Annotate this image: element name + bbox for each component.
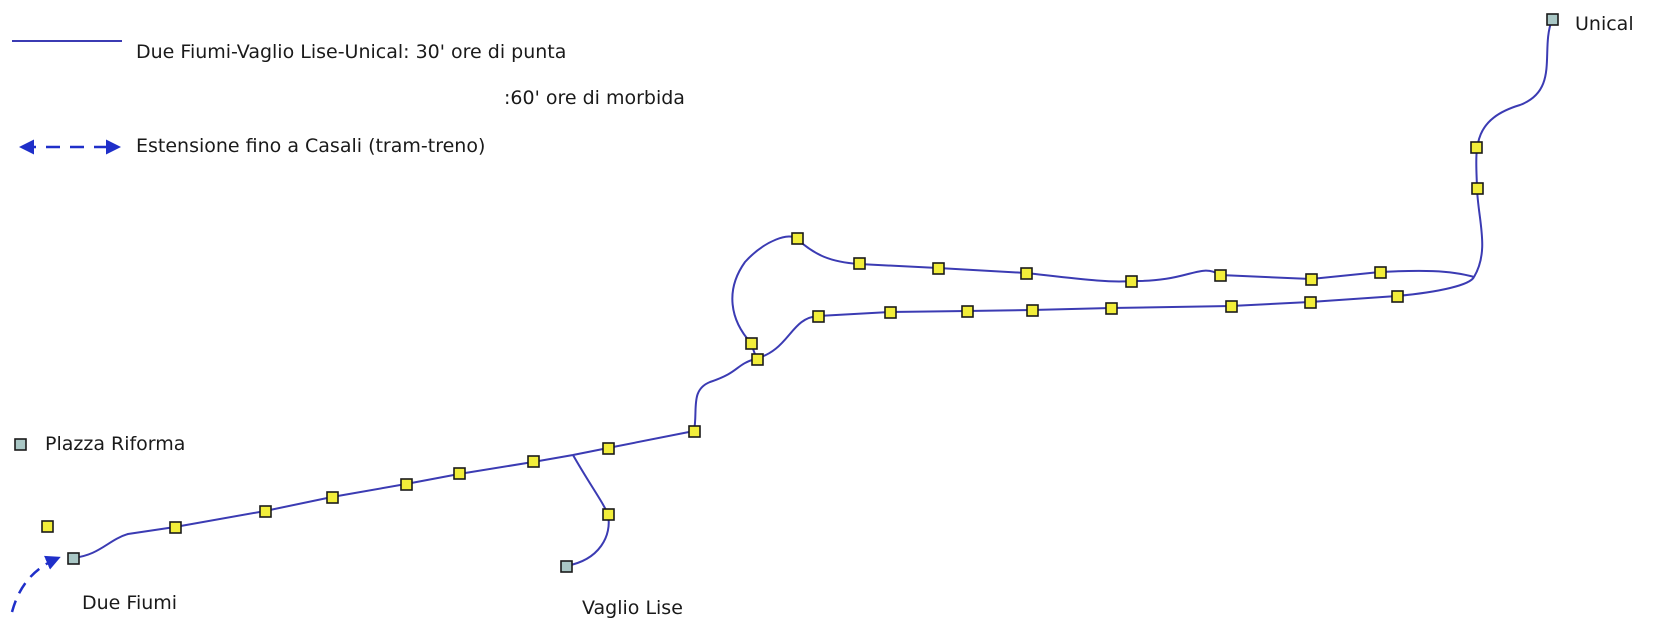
stop [1105,302,1118,315]
place-labels: Unical Plazza Riforma Due Fiumi Vaglio L… [45,13,1634,619]
stop [527,455,540,468]
stop [961,305,974,318]
legend-route-label: Due Fiumi-Vaglio Lise-Unical: 30' ore di… [136,41,566,63]
stop [812,310,825,323]
stop [602,442,615,455]
route-line-middle-climb [693,358,756,432]
route-line-to-unical [1473,19,1553,278]
label-unical: Unical [1575,13,1634,35]
stop [1125,275,1138,288]
terminus-due-fiumi-marker [67,552,80,565]
legend: Due Fiumi-Vaglio Lise-Unical: 30' ore di… [12,40,685,157]
stop [1304,296,1317,309]
stop [791,232,804,245]
stop [884,306,897,319]
route-lines [72,19,1553,567]
stop [1020,267,1033,280]
stop [853,257,866,270]
stop [745,337,758,350]
stop [602,508,615,521]
extension-dashed-arrow [10,555,61,613]
stop [688,425,701,438]
stop [1225,300,1238,313]
label-due-fiumi: Due Fiumi [82,592,177,614]
stop [169,521,182,534]
label-vaglio-lise: Vaglio Lise [582,597,683,619]
stop [1470,141,1483,154]
stop [1214,269,1227,282]
route-line-south-loop [754,276,1475,360]
terminus-unical-marker [1546,13,1559,26]
terminus-piazza-riforma-marker [14,438,27,451]
legend-offpeak-label: :60' ore di morbida [504,87,685,109]
stop [1374,266,1387,279]
terminus-vaglio-lise-marker [560,560,573,573]
route-line-southwest [72,430,695,559]
stops [41,141,1484,534]
stop [259,505,272,518]
stop [400,478,413,491]
stop [932,262,945,275]
legend-extension-label: Estensione fino a Casali (tram-treno) [136,135,485,157]
stop [453,467,466,480]
termini [14,13,1559,573]
stop [751,353,764,366]
route-line-north-loop [731,235,1475,344]
stop [1391,290,1404,303]
stop [1026,304,1039,317]
stop [41,520,54,533]
stop [326,491,339,504]
stop [1305,273,1318,286]
label-piazza-riforma: Plazza Riforma [45,433,185,455]
stop [1471,182,1484,195]
